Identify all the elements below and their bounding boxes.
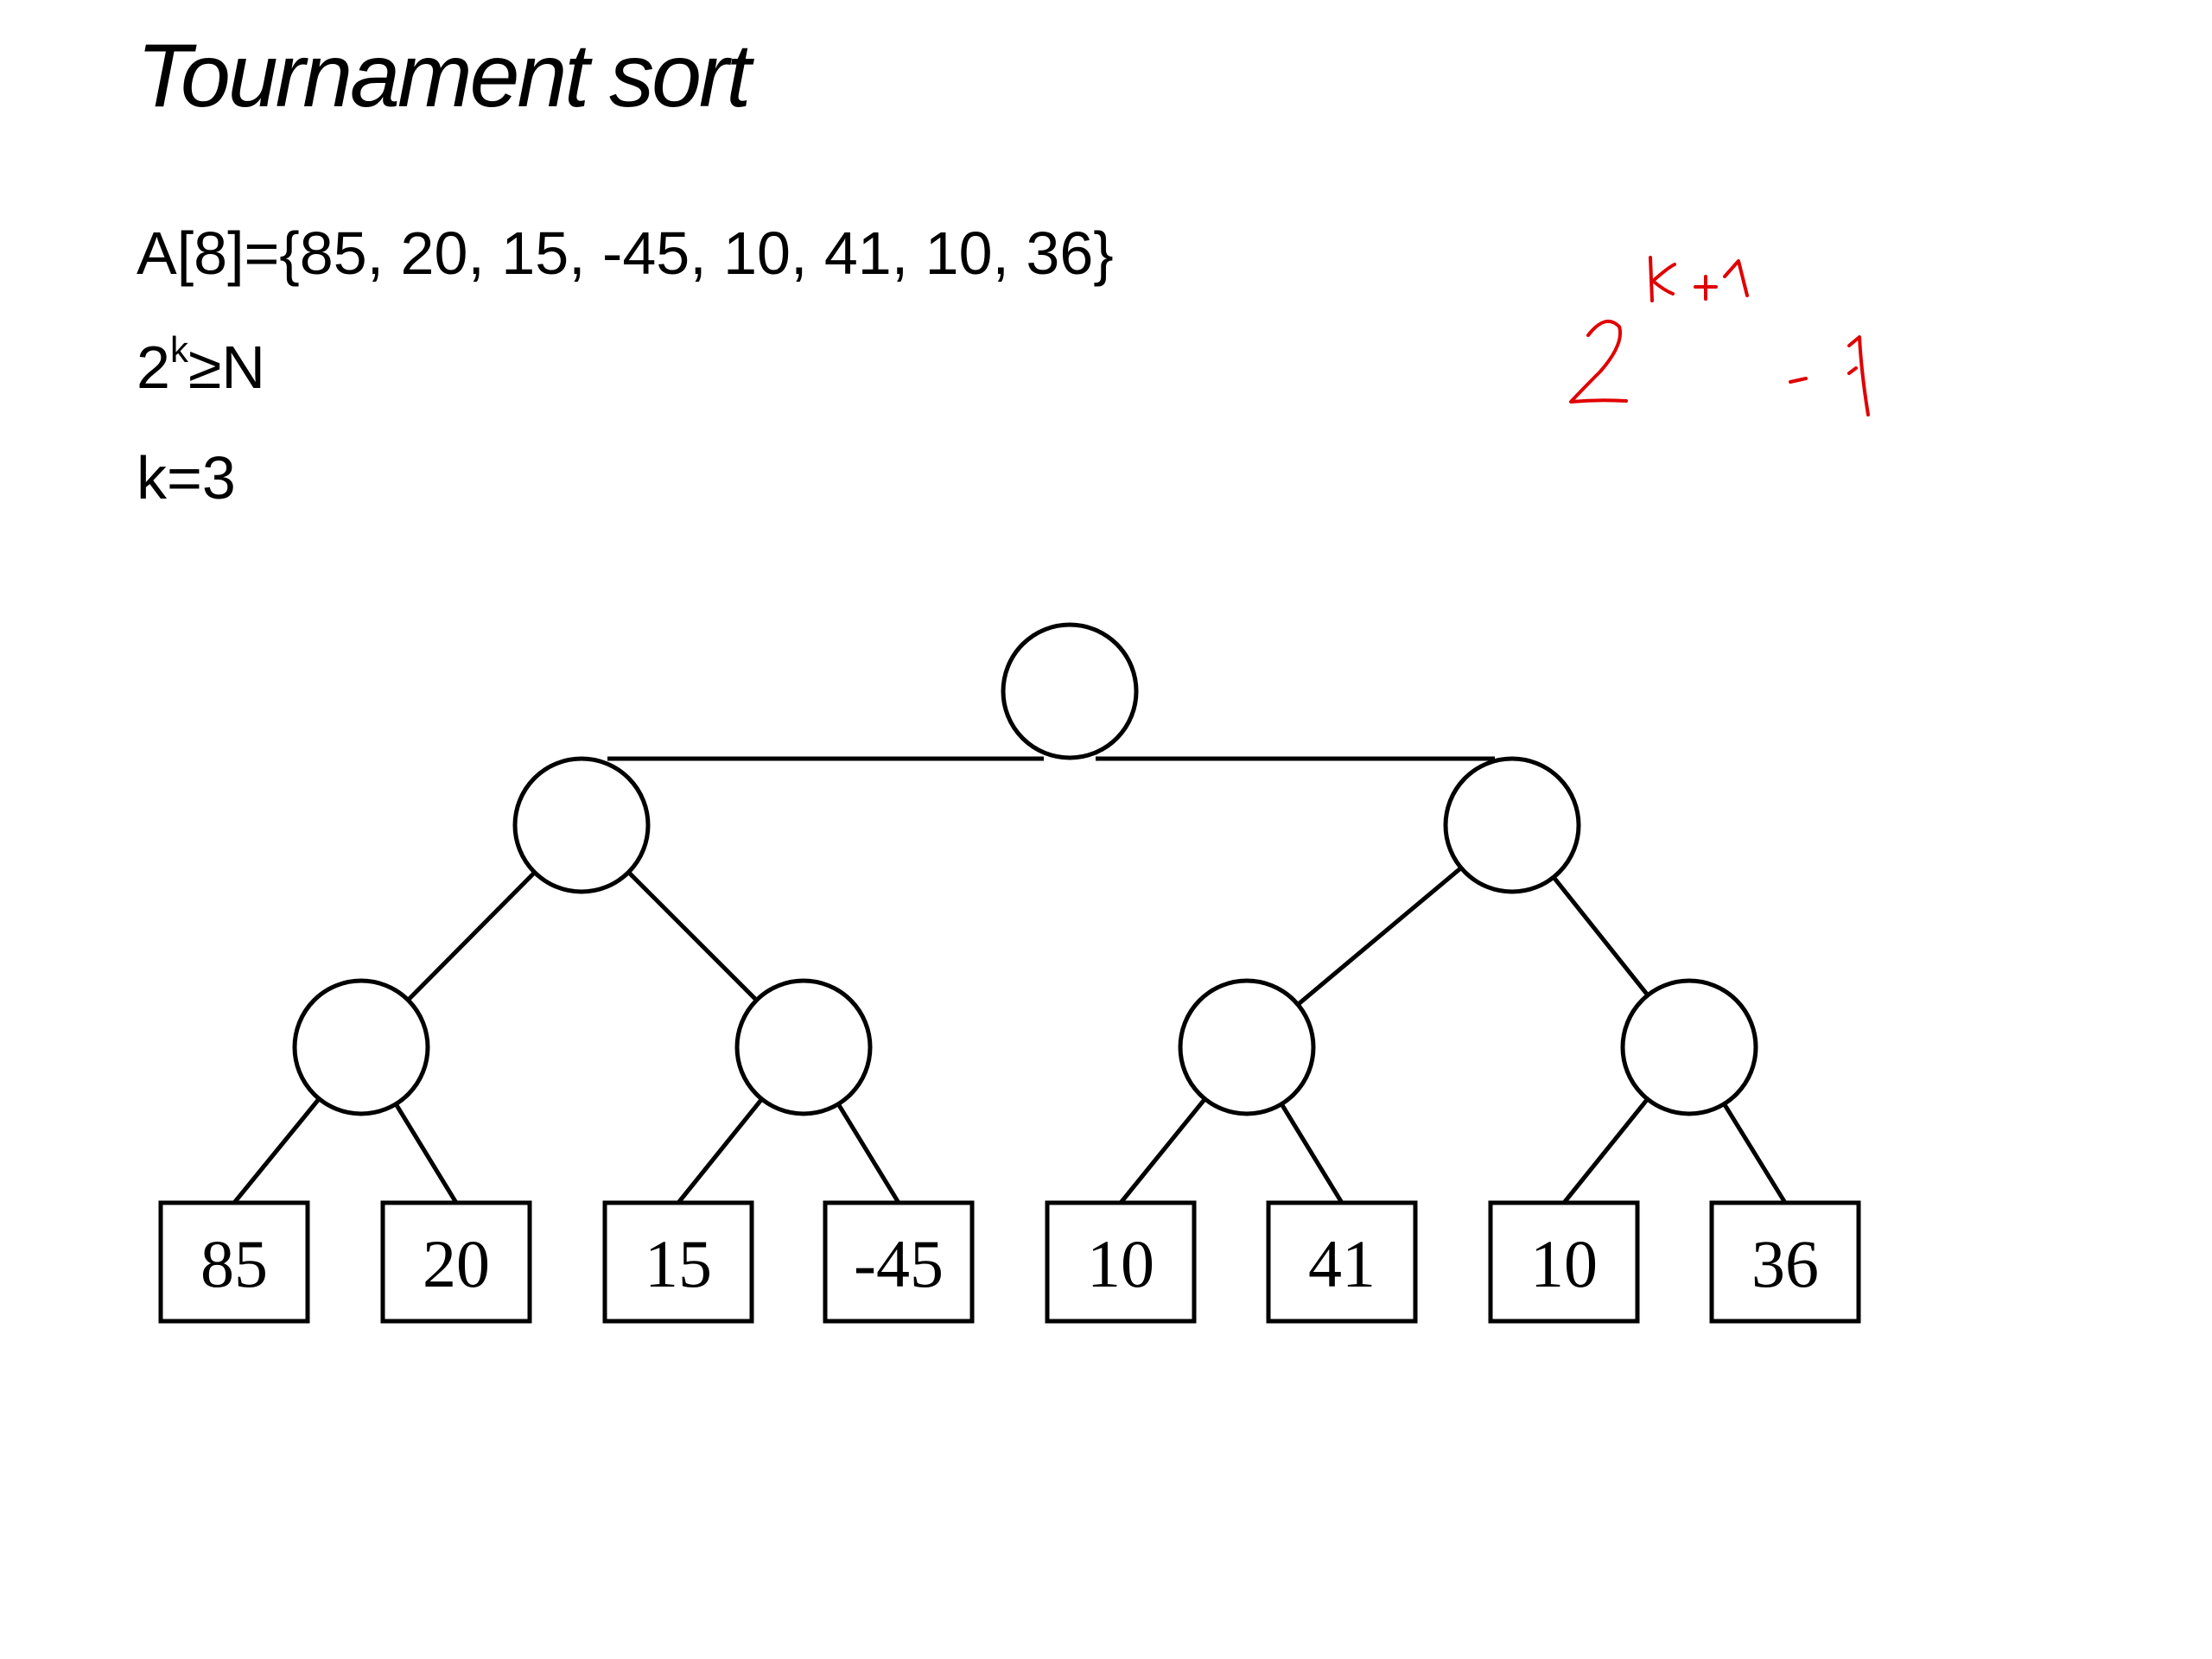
handwritten-minus (1789, 377, 1808, 384)
leaf-box-frame (380, 1200, 532, 1324)
leaf-box: 10 (1488, 1200, 1640, 1324)
edge-l2-leaf (1280, 1103, 1344, 1205)
leaf-value: 20 (423, 1226, 490, 1301)
leaf-value: 41 (1308, 1226, 1376, 1301)
power-base: 2 (137, 334, 170, 401)
tree-edges (232, 756, 1788, 1205)
leaf-box-frame (823, 1200, 975, 1324)
leaf-box-frame (1709, 1200, 1861, 1324)
level1-node (1443, 756, 1581, 894)
leaf-box: 15 (602, 1200, 754, 1324)
level2-node (1620, 978, 1758, 1116)
leaf-box: 41 (1266, 1200, 1418, 1324)
leaf-box-frame (602, 1200, 754, 1324)
leaf-value: 85 (200, 1226, 268, 1301)
leaf-box-frame (1045, 1200, 1197, 1324)
edge-l2-leaf (232, 1097, 321, 1205)
leaf-box: 36 (1709, 1200, 1861, 1324)
handwritten-plus (1694, 275, 1718, 301)
edge-l2-leaf (836, 1103, 901, 1205)
edge-l2-leaf (1562, 1097, 1649, 1205)
root-node (1001, 622, 1139, 760)
handwritten-two (1569, 319, 1628, 404)
handwritten-one-bottom (1847, 335, 1870, 416)
leaf-box-frame (158, 1200, 310, 1324)
edge-l1-l2 (626, 870, 759, 1002)
level1-node (512, 756, 651, 894)
edge-l1-l2 (1296, 866, 1463, 1007)
edge-l2-leaf (394, 1103, 459, 1205)
handwritten-annotation (1569, 256, 1870, 416)
leaf-value: 36 (1751, 1226, 1819, 1301)
array-definition: A[8]={85, 20, 15, -45, 10, 41, 10, 36} (137, 219, 1114, 287)
leaf-box: 85 (158, 1200, 310, 1324)
leaf-box: 10 (1045, 1200, 1197, 1324)
handwritten-k (1649, 256, 1676, 302)
edge-l2-leaf (1722, 1103, 1788, 1205)
power-inequality: 2k≥N (137, 332, 265, 398)
power-exponent: k (169, 329, 188, 370)
leaf-value: 10 (1087, 1226, 1154, 1301)
handwritten-one-top (1723, 259, 1749, 297)
leaf-box: -45 (823, 1200, 975, 1324)
leaf-value: -45 (854, 1226, 944, 1301)
leaf-value: 10 (1530, 1226, 1598, 1301)
tree-leaves: 85 20 15 -45 10 41 10 36 (158, 1200, 1861, 1324)
edge-l1-l2 (406, 870, 537, 1002)
leaf-box: 20 (380, 1200, 532, 1324)
edge-l2-leaf (677, 1097, 764, 1205)
leaf-box-frame (1488, 1200, 1640, 1324)
slide-title: Tournament sort (137, 26, 751, 126)
power-inequality-rest: ≥N (188, 334, 265, 401)
level2-node (1178, 978, 1316, 1116)
level2-node (292, 978, 430, 1116)
leaf-box-frame (1266, 1200, 1418, 1324)
tree-nodes (292, 622, 1758, 1116)
level2-node (734, 978, 873, 1116)
k-value: k=3 (137, 444, 236, 512)
edge-l1-l2 (1552, 875, 1649, 997)
edge-l2-leaf (1119, 1097, 1207, 1205)
leaf-value: 15 (645, 1226, 712, 1301)
